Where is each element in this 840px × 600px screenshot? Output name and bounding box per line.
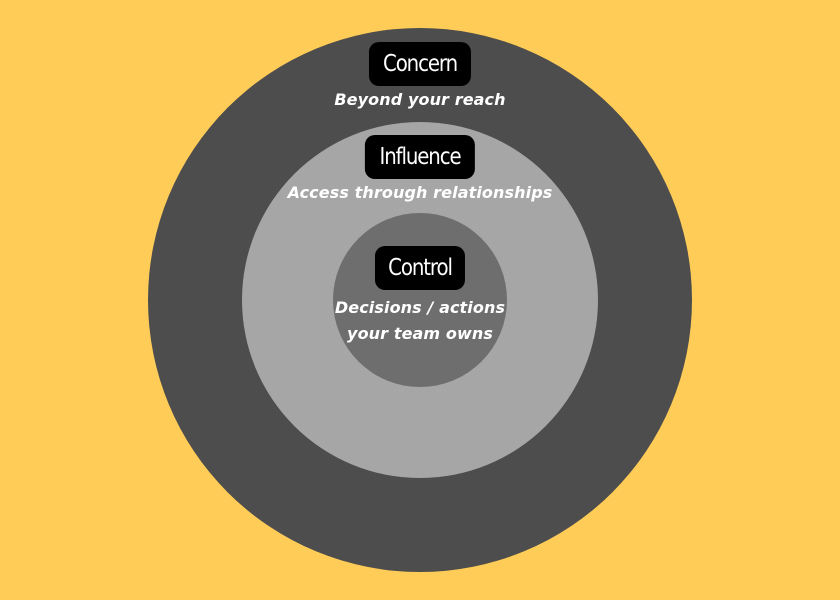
control-title: Control <box>388 255 453 281</box>
concern-subtitle: Beyond your reach <box>334 90 506 109</box>
circle-of-control <box>333 213 507 387</box>
influence-subtitle: Access through relationships <box>287 183 553 202</box>
concern-title: Concern <box>382 51 458 77</box>
control-subtitle-line-1: Decisions / actions <box>334 298 506 317</box>
control-subtitle-line-2: your team owns <box>347 324 493 343</box>
concern-title-badge: Concern <box>368 42 472 86</box>
control-subtitle: Decisions / actions your team owns <box>320 295 520 347</box>
influence-title: Influence <box>379 144 461 170</box>
control-title-badge: Control <box>374 246 466 290</box>
influence-title-badge: Influence <box>364 135 476 179</box>
